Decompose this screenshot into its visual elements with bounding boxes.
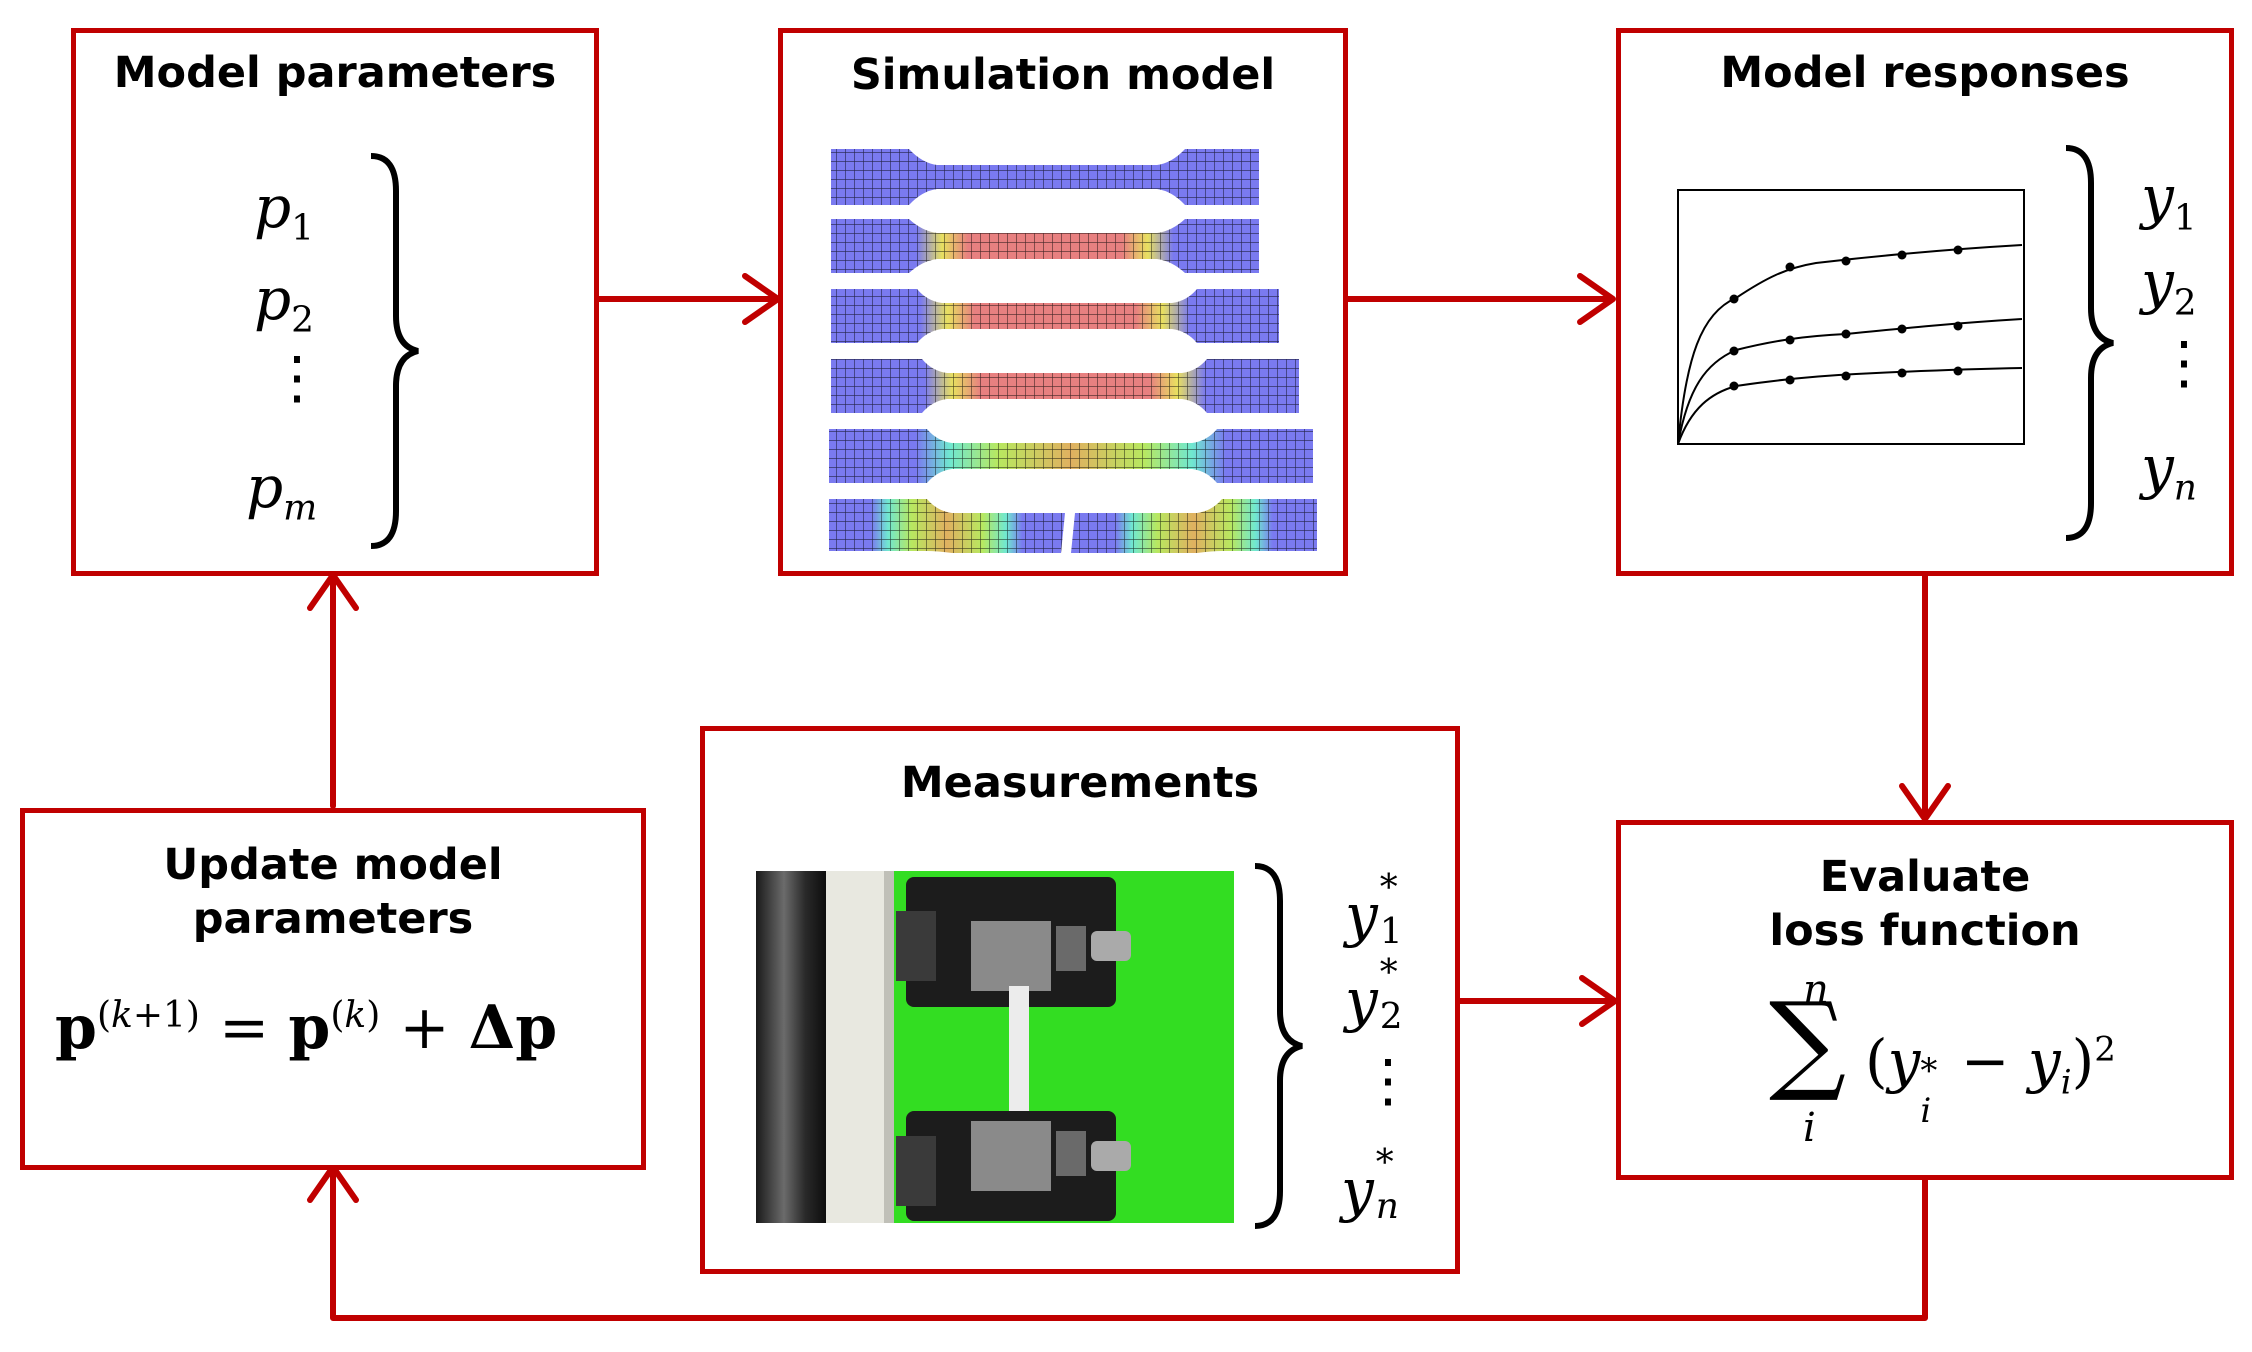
model-responses-title: Model responses [1720, 48, 2130, 98]
model-parameters-box: Model parameters p1 p2 ⋮ pm [71, 28, 599, 576]
specimen-3 [831, 289, 1279, 343]
specimen-2 [831, 219, 1259, 273]
response-y2: y2 [2141, 248, 2197, 324]
response-y1: y1 [2141, 163, 2197, 239]
update-params-box: Update model parameters p(k+1) = p(k) + … [20, 808, 646, 1170]
right-brace-icon [370, 153, 419, 549]
param-vdots: ⋮ [268, 343, 326, 411]
right-brace-icon [2065, 145, 2114, 541]
right-brace-icon [1254, 863, 1303, 1229]
specimen-1 [831, 149, 1259, 205]
update-formula: p(k+1) = p(k) + Δp [55, 993, 558, 1063]
response-yn: yn [2141, 433, 2197, 509]
specimen-5 [829, 429, 1313, 483]
specimen-6 [829, 499, 1317, 553]
param-p2: p2 [254, 265, 315, 341]
loss-formula: n ∑ i (y*i − yi)2 [1769, 967, 2116, 1151]
measurement-vdots: ⋮ [1359, 1046, 1417, 1114]
update-params-title-line1: Update model [163, 840, 503, 890]
measurements-box: Measurements y*1 y*2 ⋮ y*n [700, 726, 1460, 1274]
measurement-y2-star: y*2 [1345, 952, 1403, 1037]
measurement-yn-star: y*n [1341, 1142, 1399, 1227]
evaluate-loss-box: Evaluate loss function n ∑ i (y*i − yi)2 [1616, 820, 2234, 1180]
response-vdots: ⋮ [2155, 328, 2213, 396]
evaluate-loss-title-line1: Evaluate [1819, 852, 2031, 902]
param-p1: p1 [254, 173, 315, 249]
arrow-evaluate-to-update [330, 1167, 1928, 1321]
measurements-title: Measurements [900, 758, 1260, 808]
update-params-title-line2: parameters [192, 894, 474, 944]
tensile-test-photo [756, 871, 1234, 1223]
simulation-model-box: Simulation model [778, 28, 1348, 576]
model-responses-box: Model responses y1 y2 ⋮ yn [1616, 28, 2234, 576]
fe-simulation-image [829, 149, 1317, 553]
specimen-4 [831, 359, 1299, 413]
model-parameters-title: Model parameters [113, 48, 557, 98]
response-curves-plot [1677, 189, 2025, 445]
param-pm: pm [246, 453, 318, 529]
evaluate-loss-title-line2: loss function [1769, 906, 2081, 956]
measurement-y1-star: y*1 [1345, 867, 1403, 952]
simulation-model-title: Simulation model [850, 50, 1276, 100]
